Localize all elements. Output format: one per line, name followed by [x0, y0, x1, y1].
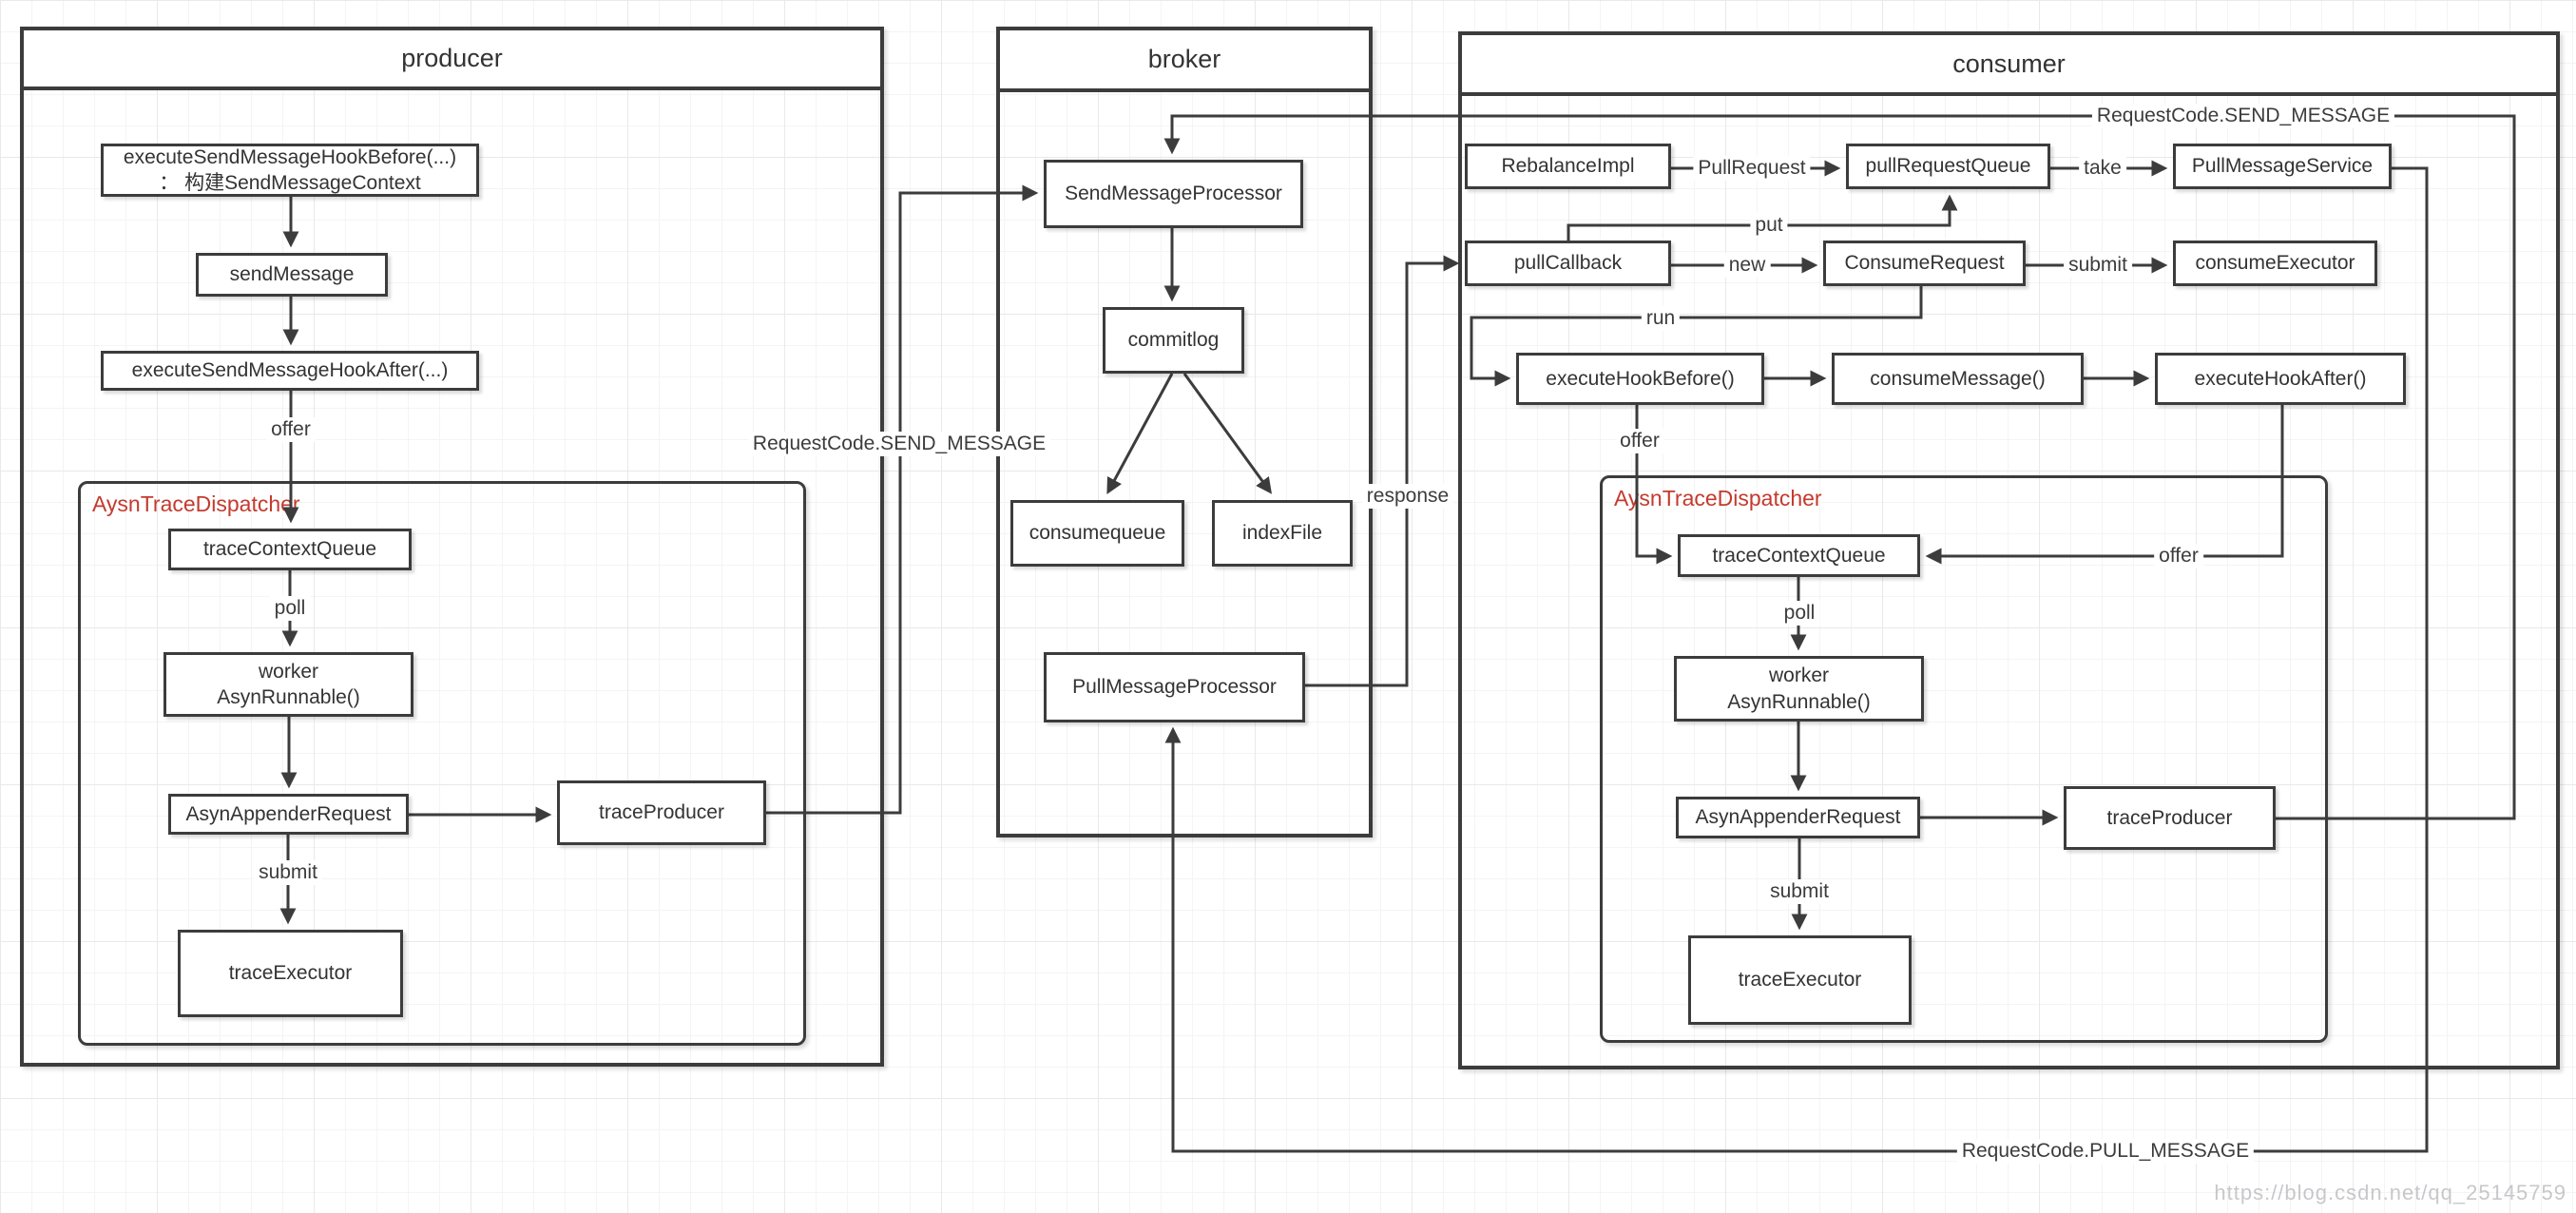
node-label: AsynAppenderRequest	[185, 802, 392, 825]
node-consumer-trace-producer: traceProducer	[2064, 786, 2276, 850]
node-execute-send-message-hook-before: executeSendMessageHookBefore(...) ： 构建Se…	[101, 144, 479, 197]
edge-label-producer-poll: poll	[269, 596, 311, 621]
node-producer-worker: worker AsynRunnable()	[163, 652, 413, 717]
edge-label-consumer-submit-top: submit	[2064, 253, 2132, 278]
edge-label-request-send-message-producer: RequestCode.SEND_MESSAGE	[747, 432, 1051, 456]
node-label: commitlog	[1127, 329, 1220, 352]
node-execute-hook-after: executeHookAfter()	[2155, 353, 2406, 405]
node-label: executeSendMessageHookAfter(...)	[131, 359, 449, 382]
node-label: PullMessageService	[2191, 155, 2374, 178]
node-label: executeSendMessageHookBefore(...)	[123, 145, 457, 168]
node-label: worker	[258, 660, 318, 683]
node-execute-send-message-hook-after: executeSendMessageHookAfter(...)	[101, 351, 479, 391]
node-label: consumeExecutor	[2195, 252, 2355, 275]
node-pull-request-queue: pullRequestQueue	[1846, 144, 2050, 189]
edge-consumerequest-executehookbefore-run	[1470, 286, 1923, 387]
node-label: worker	[1768, 664, 1829, 687]
node-producer-trace-context-queue: traceContextQueue	[168, 529, 412, 570]
node-label: AsynAppenderRequest	[1695, 806, 1901, 829]
producer-title: producer	[24, 30, 880, 90]
node-label: AsynRunnable()	[1727, 690, 1871, 713]
consumer-trace-dispatcher: AysnTraceDispatcher	[1600, 475, 2328, 1043]
edge-commitlog-indexfile	[1182, 373, 1272, 494]
node-index-file: indexFile	[1212, 500, 1353, 567]
node-producer-trace-producer: traceProducer	[557, 780, 766, 845]
node-label: traceContextQueue	[1712, 544, 1886, 567]
node-commitlog: commitlog	[1103, 307, 1244, 374]
node-consume-request: ConsumeRequest	[1823, 241, 2026, 286]
node-label: traceExecutor	[1738, 969, 1862, 992]
node-label: executeHookAfter()	[2194, 367, 2367, 390]
edge-label-producer-offer: offer	[266, 417, 316, 442]
csdn-watermark: https://blog.csdn.net/qq_25145759	[2214, 1181, 2566, 1204]
node-label: SendMessageProcessor	[1065, 183, 1282, 205]
node-label: ： 构建SendMessageContext	[159, 172, 421, 194]
node-pull-callback: pullCallback	[1465, 241, 1671, 286]
node-consumer-trace-executor: traceExecutor	[1688, 935, 1912, 1025]
node-label: executeHookBefore()	[1546, 367, 1735, 390]
node-label: pullRequestQueue	[1865, 155, 2031, 178]
node-label: AsynRunnable()	[217, 686, 360, 708]
edge-label-request-pull-message: RequestCode.PULL_MESSAGE	[1956, 1139, 2255, 1164]
edge-label-response: response	[1361, 484, 1454, 509]
consumer-container: consumer	[1458, 31, 2560, 1069]
consumer-title: consumer	[1462, 35, 2556, 96]
edge-label-consumer-offer-left: offer	[1615, 429, 1664, 453]
broker-title: broker	[1000, 30, 1369, 92]
edge-label-producer-submit: submit	[254, 860, 322, 885]
node-label: consumeMessage()	[1870, 367, 2046, 390]
edge-pullmessageservice-pullmessageprocessor	[1164, 166, 2429, 1153]
edge-consumer-traceproducer-sendmessageprocessor	[1163, 114, 2516, 820]
node-consume-executor: consumeExecutor	[2173, 241, 2377, 286]
node-consumer-asyn-appender-request: AsynAppenderRequest	[1676, 797, 1920, 838]
consumer-dispatcher-label: AysnTraceDispatcher	[1614, 486, 1822, 510]
node-send-message-processor: SendMessageProcessor	[1044, 160, 1303, 228]
node-label: PullMessageProcessor	[1072, 676, 1277, 699]
producer-trace-dispatcher: AysnTraceDispatcher	[78, 481, 806, 1046]
edge-traceproducer-sendmessageprocessor	[766, 184, 1039, 815]
edge-label-new: new	[1723, 253, 1771, 278]
node-execute-hook-before: executeHookBefore()	[1516, 353, 1764, 405]
edge-label-consumer-poll: poll	[1778, 601, 1820, 626]
node-label: RebalanceImpl	[1501, 155, 1635, 178]
node-label: sendMessage	[229, 263, 355, 286]
node-label: consumequeue	[1028, 522, 1166, 545]
node-consumer-trace-context-queue: traceContextQueue	[1678, 534, 1920, 577]
node-pull-message-processor: PullMessageProcessor	[1044, 652, 1305, 722]
node-label: pullCallback	[1513, 252, 1623, 275]
edge-executehookafter-tracecontextqueue-offer	[1925, 405, 2284, 565]
edge-label-pull-request: PullRequest	[1693, 156, 1811, 181]
producer-dispatcher-label: AysnTraceDispatcher	[92, 491, 300, 516]
node-send-message: sendMessage	[196, 253, 388, 297]
edge-pullmessageprocessor-pullcallback-response	[1305, 255, 1460, 687]
edge-label-take: take	[2079, 156, 2126, 181]
edge-commitlog-consumequeue	[1106, 373, 1174, 494]
edge-label-consumer-offer-right: offer	[2154, 544, 2203, 568]
node-consumer-worker: worker AsynRunnable()	[1674, 656, 1924, 722]
node-producer-trace-executor: traceExecutor	[178, 930, 403, 1017]
node-label: ConsumeRequest	[1844, 252, 2005, 275]
producer-container: producer	[20, 27, 884, 1067]
node-consume-message: consumeMessage()	[1832, 353, 2084, 405]
node-label: traceContextQueue	[202, 538, 377, 561]
edge-label-put: put	[1750, 213, 1788, 238]
edge-label-consumer-submit-bottom: submit	[1765, 879, 1834, 904]
edge-executehookbefore-tracecontextqueue-offer	[1635, 405, 1673, 565]
node-rebalance-impl: RebalanceImpl	[1465, 144, 1671, 189]
node-producer-asyn-appender-request: AsynAppenderRequest	[168, 794, 409, 835]
node-consumequeue: consumequeue	[1010, 500, 1184, 567]
edge-label-request-send-message-consumer: RequestCode.SEND_MESSAGE	[2091, 104, 2395, 128]
node-label: traceProducer	[599, 801, 724, 824]
edge-label-run: run	[1641, 306, 1681, 331]
node-pull-message-service: PullMessageService	[2173, 144, 2392, 189]
node-label: traceProducer	[2106, 806, 2233, 829]
node-label: traceExecutor	[228, 962, 353, 985]
node-label: indexFile	[1241, 522, 1323, 545]
